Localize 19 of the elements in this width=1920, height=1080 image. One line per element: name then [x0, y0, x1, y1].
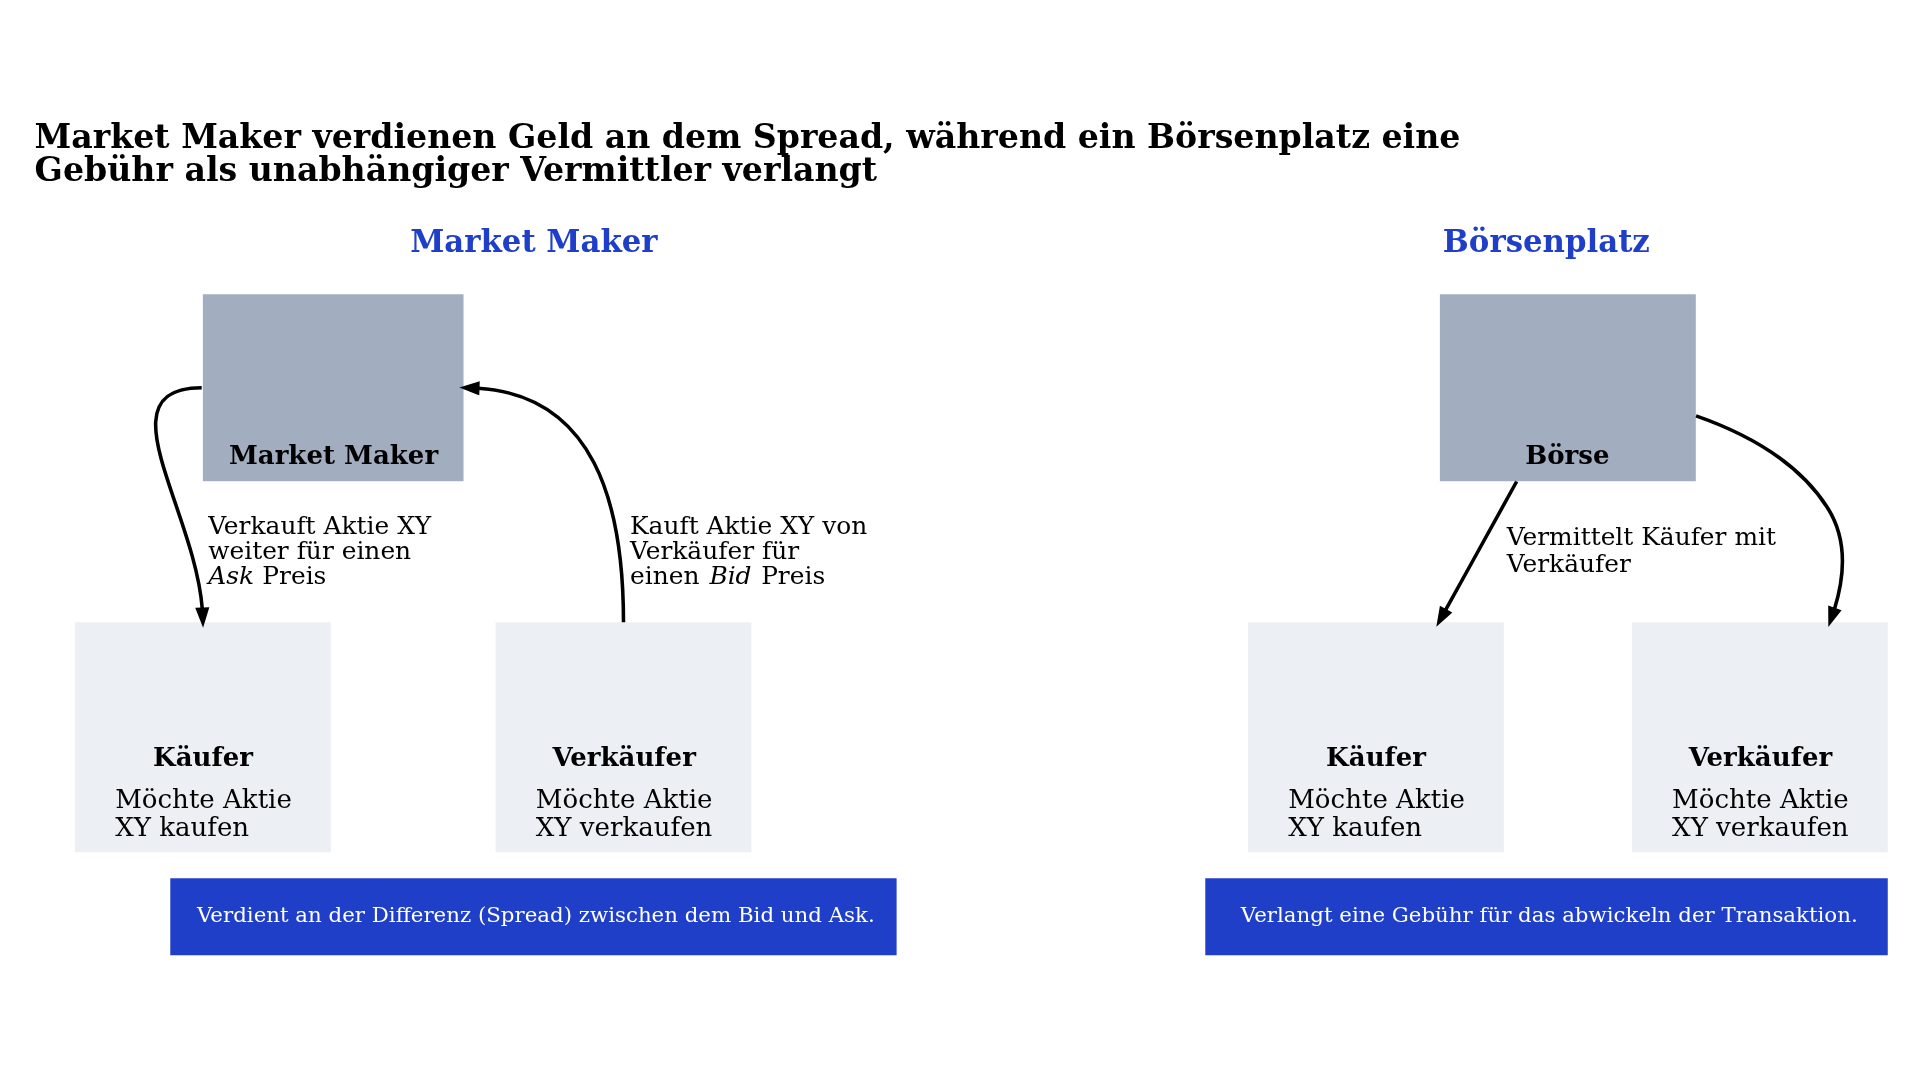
edge-label: Verkauft Aktie XY weiter für einen Ask Preis [208, 510, 432, 590]
label: Market Maker [228, 440, 439, 471]
label: Börsenplatz [1442, 223, 1650, 260]
edge-label: Kauft Aktie XY von Verkäufer für einen Bid Preis [630, 510, 868, 590]
node-box: Verdient an der Differenz (Spread) zwischen dem Bid und Ask. [170, 878, 897, 956]
edge-label: Vermittelt Käufer mit Verkäufer [1506, 521, 1776, 578]
node-box: Käufer Möchte Aktie XY kaufen [74, 622, 331, 853]
arrow [1436, 480, 1519, 627]
node-box: Verlangt eine Gebühr für das abwickeln der Transaktion. [1205, 878, 1888, 956]
diagram-title: Market Maker verdienen Geld an dem Spread, während ein Börsenplatz eine Gebühr als unabhängiger Vermittler verlangt [34, 116, 1461, 189]
node-box: Börse [1439, 294, 1696, 482]
node-label: Market Maker [410, 223, 658, 260]
arrow [153, 385, 210, 628]
node-box [202, 294, 464, 482]
arrow [459, 381, 626, 623]
node-box: Käufer Möchte Aktie XY kaufen [1247, 622, 1504, 853]
node-box: Verkäufer Möchte Aktie XY verkaufen [1631, 622, 1888, 853]
arrow [1695, 414, 1845, 627]
node-box: Verkäufer Möchte Aktie XY verkaufen [495, 622, 752, 853]
